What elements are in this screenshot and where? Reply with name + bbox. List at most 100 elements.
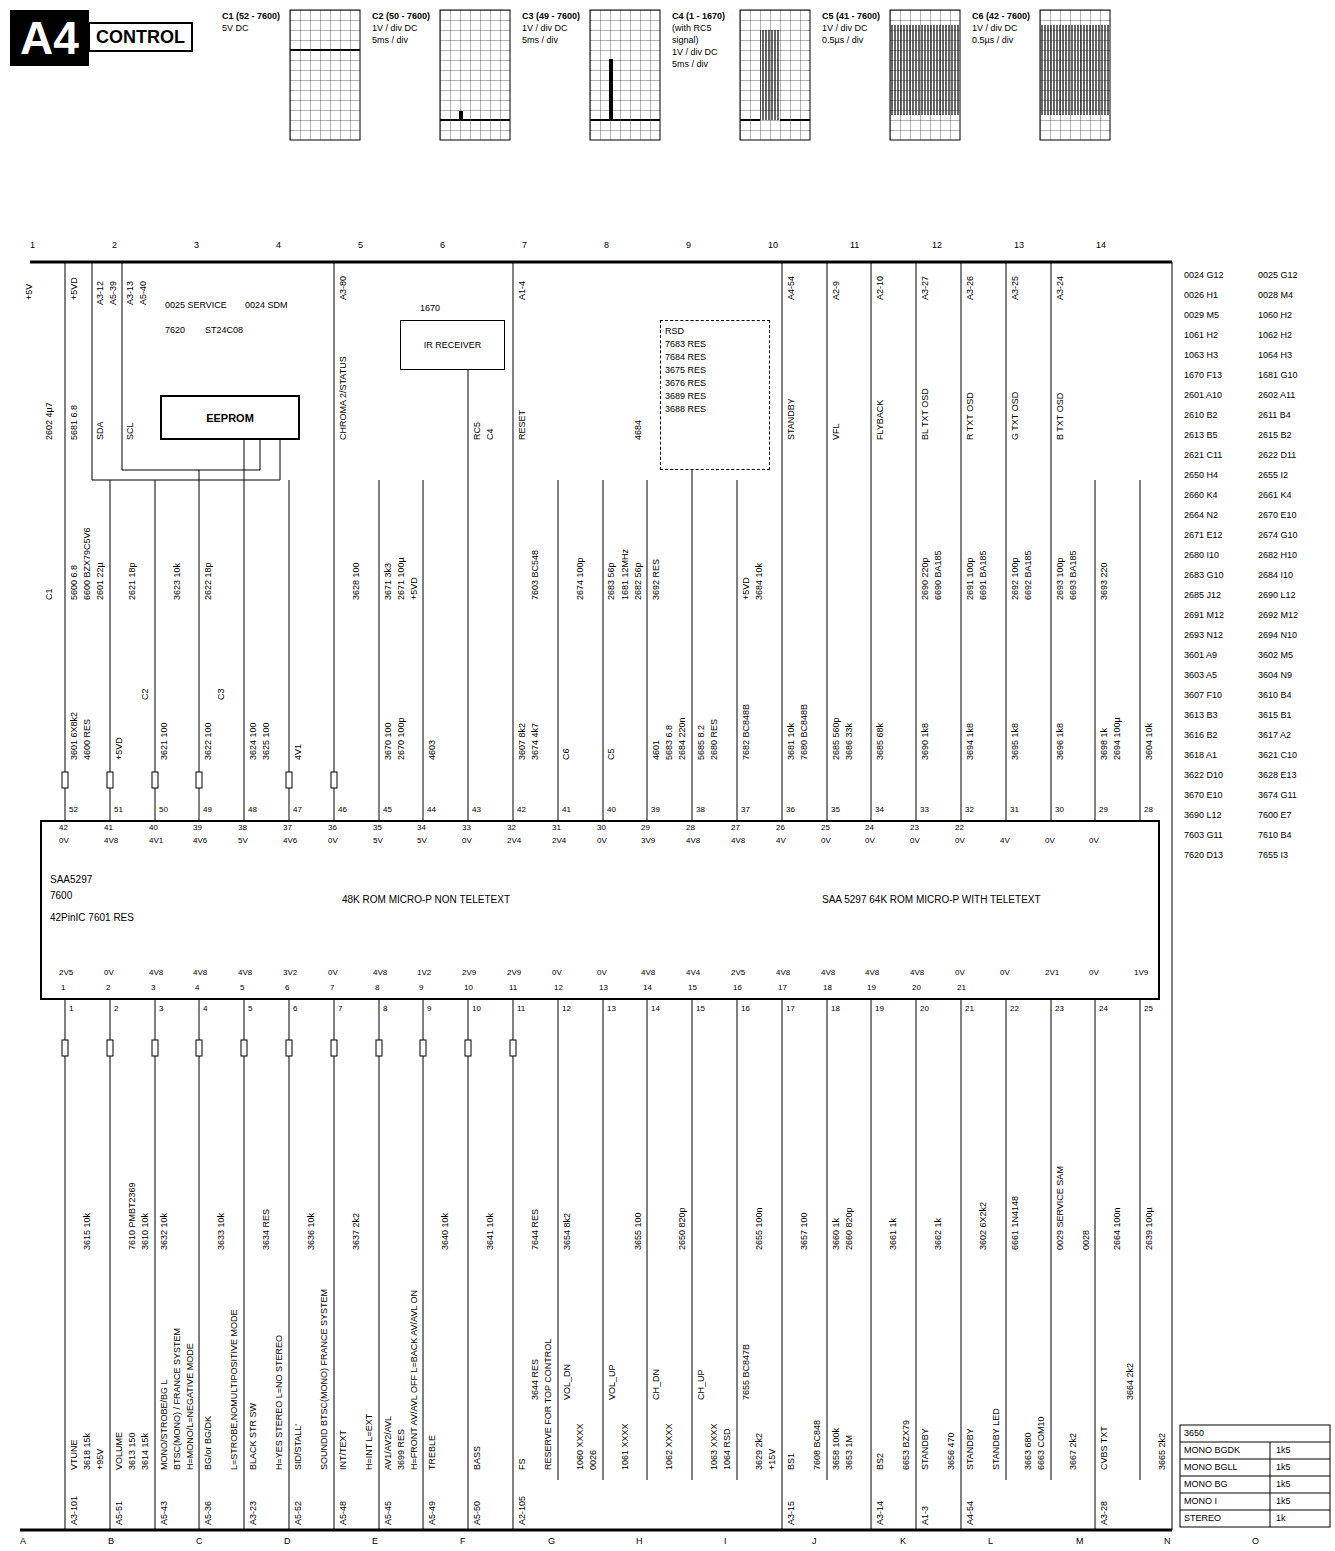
- component-label: 2694 100µ: [1112, 717, 1123, 760]
- pin-number: 47: [293, 805, 302, 815]
- component-label: 3663 680: [1023, 1432, 1034, 1470]
- pin-number: 40: [607, 805, 616, 815]
- pin-number: 1: [69, 1004, 73, 1014]
- index-entry: 2610 B2: [1184, 410, 1218, 421]
- component-label: 3633 10k: [216, 1213, 227, 1250]
- grid-number: 4: [276, 240, 281, 251]
- pin-voltage: 4V8: [104, 836, 118, 846]
- index-entry: 0028 M4: [1258, 290, 1293, 301]
- index-entry: 1064 H3: [1258, 350, 1292, 361]
- pin-number: 7: [338, 1004, 342, 1014]
- node-text: 1V / div DC: [372, 22, 438, 34]
- component-label: A5-48: [338, 1501, 349, 1525]
- grid-letter: C: [196, 1536, 203, 1547]
- sheet-frame: [1172, 262, 1173, 1530]
- component-label: C5: [606, 748, 617, 760]
- component-label: A4-54: [786, 276, 797, 300]
- index-entry: 3603 A5: [1184, 670, 1217, 681]
- pin-voltage: 5V: [373, 836, 383, 846]
- component-label: 1063 XXXX: [709, 1423, 720, 1470]
- pin-number: 16: [741, 1004, 750, 1014]
- component-label: VOLUME: [114, 1432, 125, 1470]
- component-label: 3686 33k: [844, 723, 855, 760]
- pin-voltage: 2V9: [507, 968, 521, 978]
- pin-number: 11: [509, 983, 517, 993]
- pin-number: 49: [203, 805, 212, 815]
- component-label: 3660 1k: [831, 1218, 842, 1250]
- component-label: 0029 SERVICE SAM: [1055, 1166, 1066, 1250]
- component-label: 7608 BC848: [812, 1420, 823, 1470]
- pin-number: 4: [203, 1004, 207, 1014]
- component-label: FS: [517, 1458, 528, 1470]
- component-label: 2671 100µ: [396, 557, 407, 600]
- pin-number: 42: [517, 805, 526, 815]
- node-text: 0.5µs / div: [972, 34, 1038, 46]
- pin-voltage: 0V: [462, 836, 472, 846]
- component-label: 3602 6X2k2: [978, 1202, 989, 1250]
- node-text: 7600: [50, 890, 72, 902]
- grid-number: 14: [1096, 240, 1106, 251]
- component-label: A3-24: [1055, 276, 1066, 300]
- pin-voltage: 0V: [104, 968, 114, 978]
- scope-panel: C1 (52 - 7600)5V DC: [220, 8, 360, 142]
- node-text: 3688 RES: [665, 403, 765, 416]
- component-label: A5-40: [138, 281, 149, 305]
- node-text: 7684 RES: [665, 351, 765, 364]
- component-label: A5-49: [427, 1501, 438, 1525]
- pin-number: 34: [875, 805, 884, 815]
- component-label: +5V: [24, 284, 35, 300]
- pin-number: 32: [507, 823, 516, 833]
- component-label: A3-12: [95, 281, 106, 305]
- component-label: 2680 RES: [709, 719, 720, 760]
- node-text: 42PinIC 7601 RES: [50, 912, 134, 924]
- component-label: 3613 150: [127, 1432, 138, 1470]
- node-text: 1V / div DC: [522, 22, 588, 34]
- component-label: 3699 RES: [396, 1429, 407, 1470]
- pin-number: 39: [651, 805, 660, 815]
- pin-number: 52: [69, 805, 78, 815]
- grid-number: 10: [768, 240, 778, 251]
- pin-number: 16: [733, 983, 742, 993]
- component-label: 3661 1k: [888, 1218, 899, 1250]
- grid-letter: N: [1164, 1536, 1171, 1547]
- component-label: R TXT OSD: [965, 392, 976, 440]
- pin-voltage: 4V8: [910, 968, 924, 978]
- sheet-title: A4: [10, 10, 89, 66]
- ir-receiver-box: IR RECEIVER: [400, 320, 505, 370]
- pin-voltage: 4V8: [193, 968, 207, 978]
- component-label: A2-105: [517, 1496, 528, 1525]
- component-label: 3644 RES: [530, 1359, 541, 1400]
- component-label: 3694 1k8: [965, 723, 976, 760]
- component-label: A3-14: [875, 1501, 886, 1525]
- component-label: VTUNE: [69, 1439, 80, 1470]
- pin-voltage: 4V6: [283, 836, 297, 846]
- sheet-frame: [20, 262, 1172, 1530]
- pin-number: 9: [419, 983, 423, 993]
- node-text: 1V / div DC: [672, 46, 738, 58]
- component-label: 1060 XXXX: [575, 1423, 586, 1470]
- component-label: 7603 BC548: [530, 550, 541, 600]
- pin-number: 14: [643, 983, 652, 993]
- index-entry: 3610 B4: [1258, 690, 1292, 701]
- component-label: A3-13: [125, 281, 136, 305]
- component-label: A5-36: [203, 1501, 214, 1525]
- component-label: 2622 18p: [203, 562, 214, 600]
- pin-number: 46: [338, 805, 347, 815]
- grid-letter: I: [724, 1536, 727, 1547]
- component-label: H=MONO/L=NEGATIVE MODE: [185, 1343, 196, 1470]
- index-entry: 7655 I3: [1258, 850, 1288, 861]
- component-label: 3636 10k: [306, 1213, 317, 1250]
- component-label: A5-52: [293, 1501, 304, 1525]
- pin-number: 8: [375, 983, 379, 993]
- component-label: 1061 XXXX: [620, 1423, 631, 1470]
- component-label: 3664 2k2: [1125, 1363, 1136, 1400]
- pin-number: 6: [293, 1004, 297, 1014]
- grid-number: 13: [1014, 240, 1024, 251]
- node-text: 7683 RES: [665, 338, 765, 351]
- component-label: 6692 BA185: [1023, 550, 1034, 600]
- index-entry: 3618 A1: [1184, 750, 1217, 761]
- grid-letter: M: [1076, 1536, 1084, 1547]
- component-label: RESERVE FOR TOP CONTROL: [543, 1339, 554, 1470]
- index-entry: 2680 I10: [1184, 550, 1219, 561]
- wire: [65, 262, 1140, 820]
